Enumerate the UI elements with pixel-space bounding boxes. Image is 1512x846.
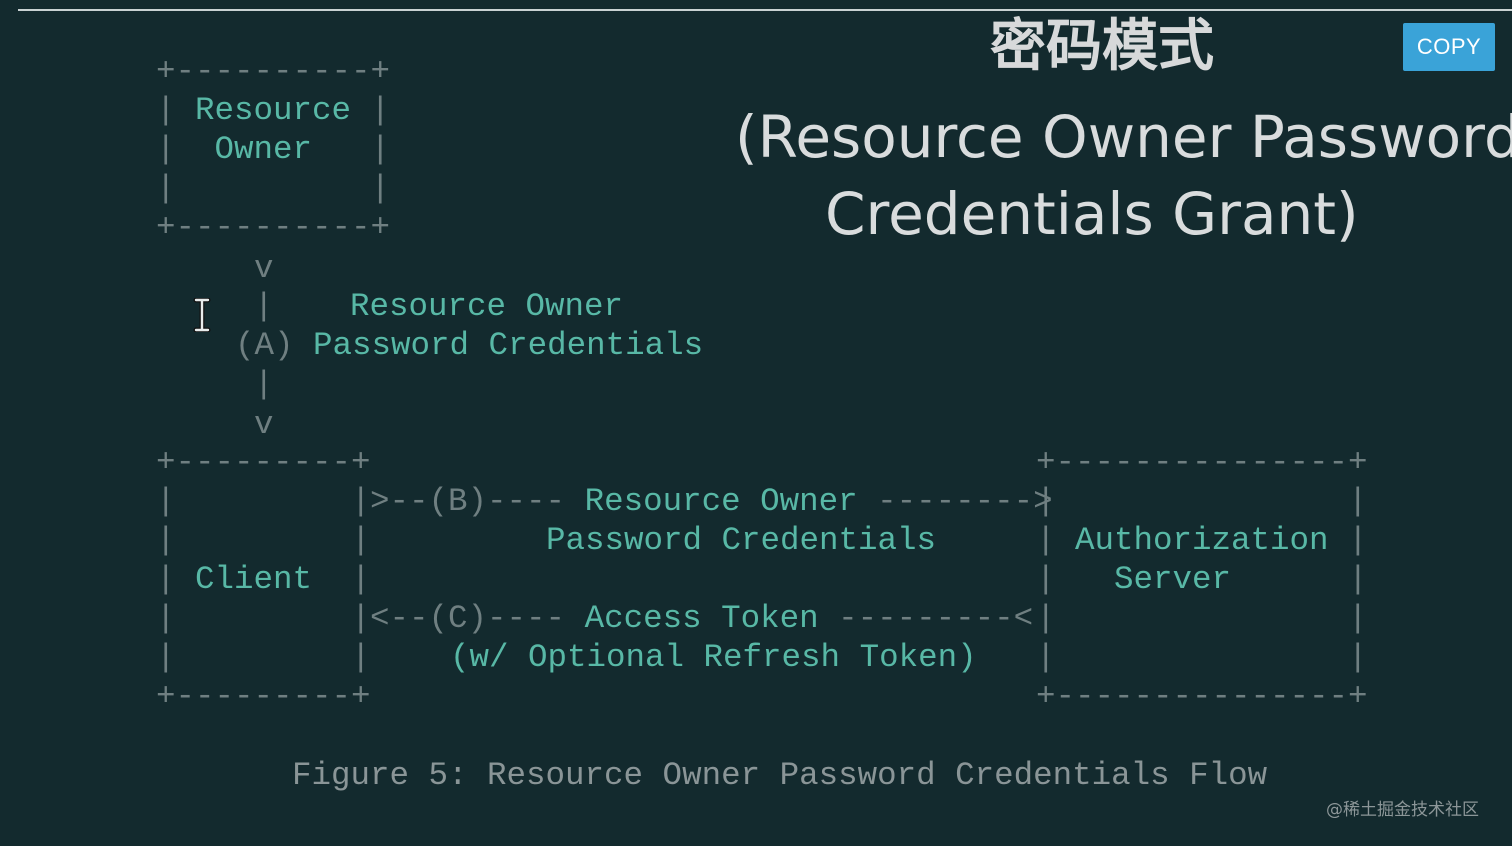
arrow-a-shaft-upper: | <box>254 288 274 325</box>
auth-server-label-line2: Server <box>1114 561 1232 598</box>
slide-title-line2: Credentials Grant) <box>825 180 1359 248</box>
auth-server-box-row5: | | <box>1036 639 1368 676</box>
auth-server-box-row3: | Server | <box>1036 561 1368 598</box>
resource-owner-box-row1: | Resource | <box>156 92 391 129</box>
step-b-label-line2: Password Credentials <box>546 522 937 559</box>
top-divider <box>18 9 1512 11</box>
step-c-label-line1: Access Token <box>584 600 819 637</box>
resource-owner-box-bottom: +----------+ <box>156 209 391 246</box>
step-b-arrow-end: --------> <box>877 483 1053 520</box>
step-a-row: (A) Password Credentials <box>235 329 703 362</box>
client-box-bottom: +---------+ <box>156 678 371 715</box>
copy-button[interactable]: COPY <box>1403 23 1495 71</box>
auth-server-box-row1: | | <box>1036 483 1368 520</box>
client-box-row2: | | <box>156 522 371 559</box>
auth-server-box-row4: | | <box>1036 600 1368 637</box>
resource-owner-label-line2: Owner <box>214 131 313 168</box>
auth-server-box-top: +---------------+ <box>1036 444 1368 481</box>
arrow-a-shaft-lower: | <box>254 366 274 403</box>
step-a-marker: (A) <box>235 327 294 364</box>
resource-owner-label-line1: Resource <box>195 92 352 129</box>
auth-server-box-bottom: +---------------+ <box>1036 678 1368 715</box>
resource-owner-box-row3: | | <box>156 170 391 207</box>
auth-server-box-row2: | Authorization | <box>1036 522 1368 559</box>
step-c-label-line2: (w/ Optional Refresh Token) <box>450 639 977 676</box>
step-b-label-line1: Resource Owner <box>584 483 858 520</box>
resource-owner-box-top: +----------+ <box>156 53 391 90</box>
client-box-row5: | | <box>156 639 371 676</box>
figure-caption: Figure 5: Resource Owner Password Creden… <box>292 757 1268 794</box>
step-b-arrow-start: >--(B)---- <box>370 483 566 520</box>
client-box-top: +---------+ <box>156 444 371 481</box>
step-b-row1: >--(B)---- Resource Owner --------> <box>370 485 1053 518</box>
client-label: Client <box>195 561 313 598</box>
step-c-arrow-start: <--(C)---- <box>370 600 566 637</box>
step-c-row1: <--(C)---- Access Token ---------< <box>370 602 1033 635</box>
arrow-a-head: v <box>254 250 274 287</box>
client-box-row3: | Client | <box>156 561 371 598</box>
step-c-arrow-end: ---------< <box>838 600 1034 637</box>
watermark: @稀土掘金技术社区 <box>1326 800 1479 820</box>
client-box-row4: | | <box>156 600 371 637</box>
slide-title-line1: (Resource Owner Password <box>735 103 1512 171</box>
auth-server-label-line1: Authorization <box>1075 522 1329 559</box>
slide-heading: 密码模式 <box>990 14 1214 79</box>
step-a-label-line2: Password Credentials <box>313 327 704 364</box>
step-a-label-line1: Resource Owner <box>350 288 624 325</box>
text-cursor-icon <box>193 298 211 332</box>
resource-owner-box-row2: | Owner | <box>156 131 391 168</box>
client-box-row1: | | <box>156 483 371 520</box>
arrow-a-tail: v <box>254 406 274 443</box>
